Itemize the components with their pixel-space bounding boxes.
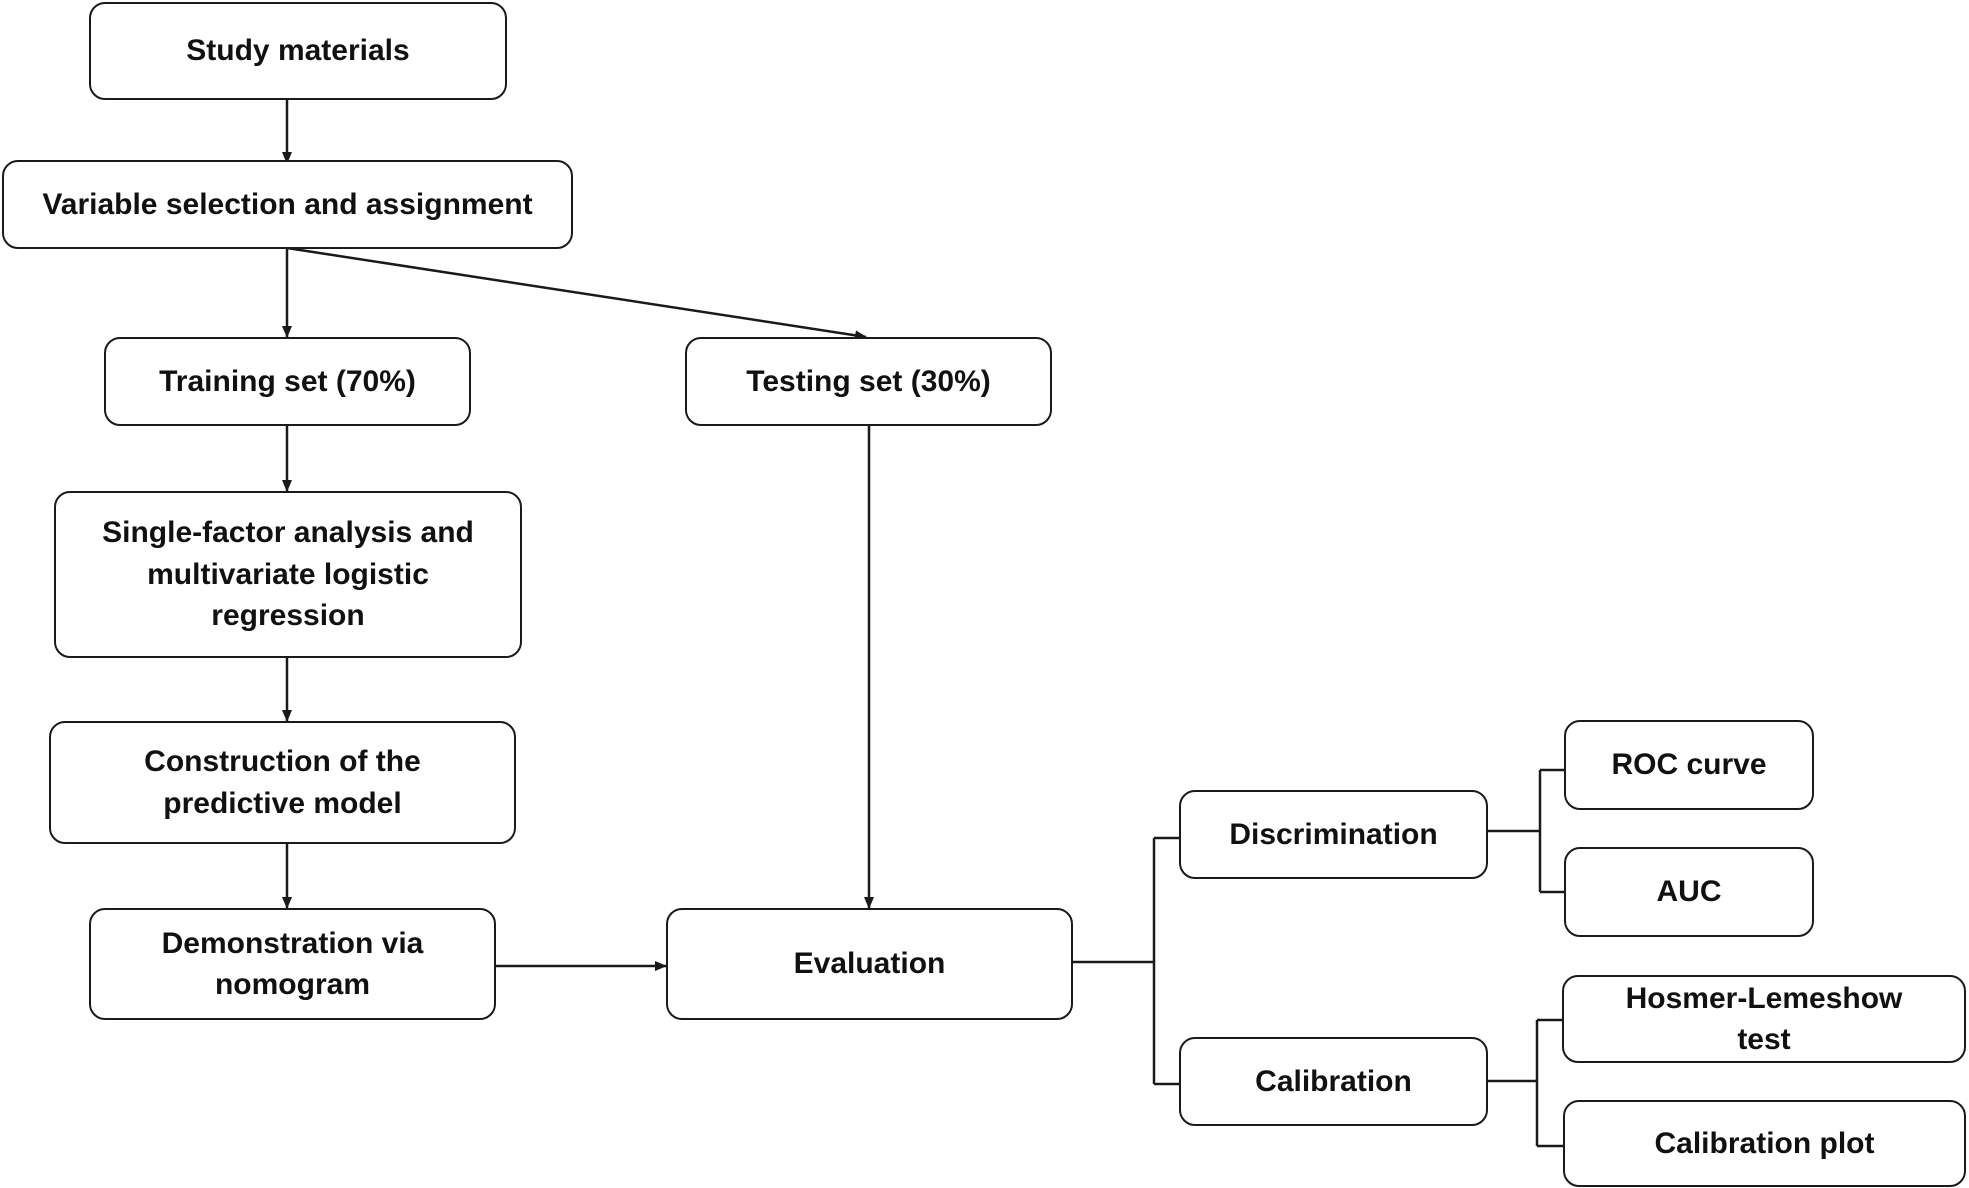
single-factor-analysis-box: Single-factor analysis and multivariate …	[54, 491, 522, 658]
roc-curve-box: ROC curve	[1564, 720, 1814, 810]
training-set-box: Training set (70%)	[104, 337, 471, 426]
calibration-plot-box: Calibration plot	[1563, 1100, 1966, 1187]
testing-set-box: Testing set (30%)	[685, 337, 1052, 426]
discrimination-box: Discrimination	[1179, 790, 1488, 879]
arrow-variable-to-testing	[286, 246, 867, 341]
nomogram-demonstration-box: Demonstration via nomogram	[89, 908, 496, 1020]
bracket-discrimination	[1488, 768, 1566, 894]
calibration-box: Calibration	[1179, 1037, 1488, 1126]
auc-box: AUC	[1564, 847, 1814, 937]
model-construction-box: Construction of the predictive model	[49, 721, 516, 844]
bracket-calibration	[1488, 1018, 1563, 1148]
hosmer-lemeshow-box: Hosmer-Lemeshow test	[1562, 975, 1966, 1063]
study-materials-box: Study materials	[89, 2, 507, 100]
evaluation-box: Evaluation	[666, 908, 1073, 1020]
bracket-evaluation	[1073, 836, 1180, 1086]
variable-selection-box: Variable selection and assignment	[2, 160, 573, 249]
